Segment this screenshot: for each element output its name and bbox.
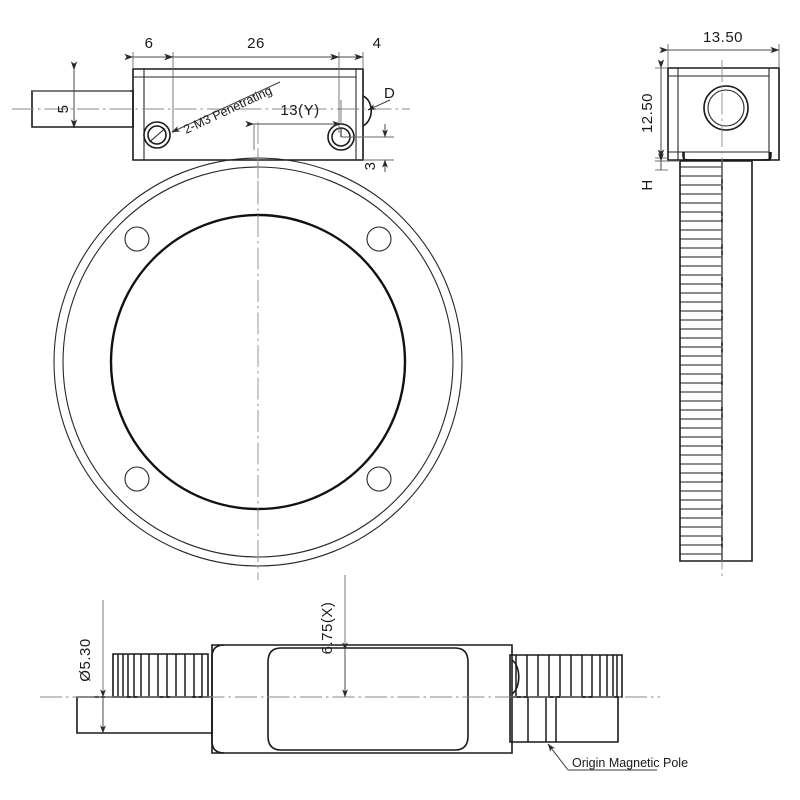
detail-d-label: D (384, 85, 395, 102)
side-head-block (667, 67, 780, 161)
bottom-right-ribbed-band (509, 654, 623, 698)
side-shoulder-fillet (682, 151, 772, 161)
bottom-left-shaft (76, 696, 213, 734)
note-origin-magnetic-pole: Origin Magnetic Pole (547, 743, 688, 771)
dim-6: 6 (124, 35, 174, 133)
dim-dia-5-30: Ø5.30 (77, 600, 106, 734)
dim-13y: 13(Y) (245, 100, 342, 150)
bolt-hole-lower-right (366, 466, 392, 492)
side-threaded-shaft (679, 160, 753, 562)
dim-6-75x: 6.75(X) (319, 575, 348, 698)
dim-13-50-label: 13.50 (703, 29, 743, 46)
dim-13y-label: 13(Y) (280, 102, 319, 119)
dim-dia-5-30-label: Ø5.30 (77, 638, 94, 681)
encoder-body-outline (132, 68, 364, 161)
bottom-left-ribbed-band (112, 653, 209, 698)
dim-6-label: 6 (145, 35, 154, 52)
side-shoulder (683, 152, 771, 161)
dim-h-label: H (639, 179, 656, 190)
bottom-body-inner-rect (267, 647, 469, 751)
side-view-group: 13.50 12.50 H (639, 29, 780, 580)
dim-h: H (639, 153, 680, 191)
m3-hole-left (143, 121, 171, 149)
bottom-body-left-fillet (211, 644, 225, 754)
detail-d-label-group: D (367, 85, 395, 111)
dim-3-label: 3 (362, 162, 379, 171)
note-2m3-penetrating-label: 2-M3 Penetrating (181, 83, 274, 136)
bolt-hole-upper-right (366, 226, 392, 252)
plan-view-group (53, 150, 463, 580)
bolt-hole-lower-left (124, 466, 150, 492)
dim-26-label: 26 (247, 35, 265, 52)
bottom-body-outer-rect (211, 644, 513, 754)
bolt-hole-upper-left (124, 226, 150, 252)
dim-4-label: 4 (373, 35, 382, 52)
dim-26: 26 (164, 35, 340, 133)
dim-6-75x-label: 6.75(X) (319, 602, 336, 655)
dim-13-50: 13.50 (659, 29, 780, 68)
dim-4: 4 (330, 35, 382, 69)
bottom-view-group: Ø5.30 6.75(X) Origin Magnetic Pole (40, 575, 688, 771)
dim-3: 3 (341, 124, 394, 172)
bottom-origin-pole-section (509, 696, 619, 743)
detail-d-arc (362, 95, 373, 127)
dim-5: 5 (32, 61, 130, 129)
dim-12-50-label: 12.50 (639, 93, 656, 133)
note-origin-magnetic-pole-label: Origin Magnetic Pole (572, 756, 688, 770)
dim-12-50: 12.50 (639, 59, 668, 159)
dim-5-label: 5 (55, 105, 72, 114)
top-view-group: 6 26 4 5 13(Y) (12, 35, 410, 200)
